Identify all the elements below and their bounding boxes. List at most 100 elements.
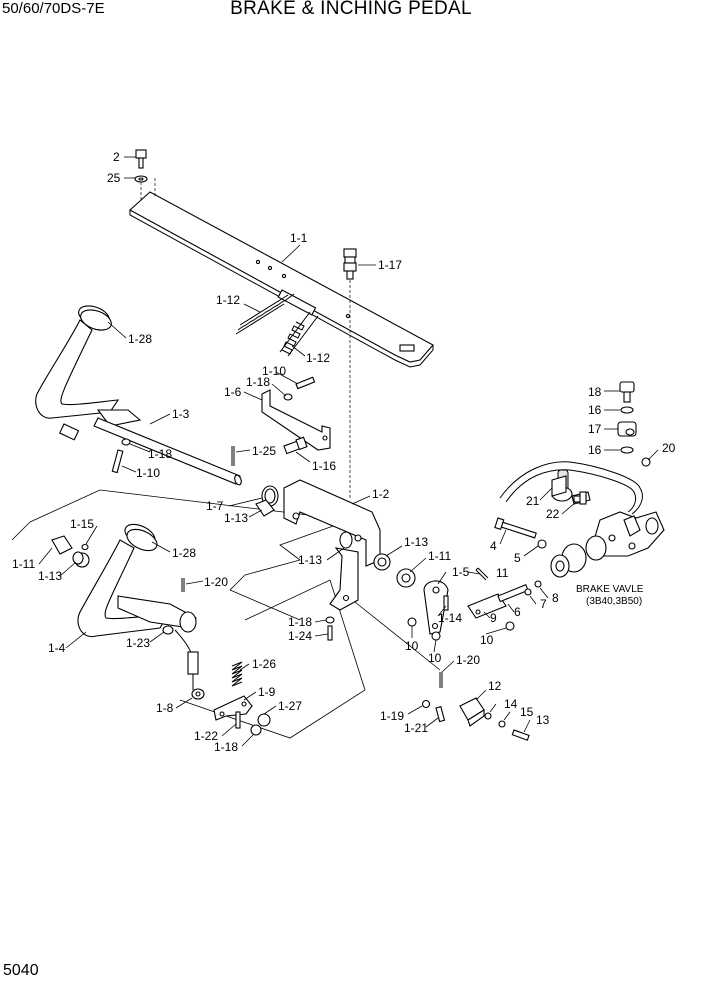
washer-14 [484, 712, 492, 720]
label-16: 16 [588, 443, 602, 457]
brake-valve-assembly [499, 461, 665, 578]
spring-1-12-upper [235, 293, 295, 335]
pin-1-21 [435, 706, 446, 723]
label-1-20: 1-20 [456, 653, 480, 667]
bolt-22 [573, 491, 587, 505]
label-1-13: 1-13 [224, 511, 248, 525]
washer-10-a [407, 617, 417, 627]
pin-11 [475, 567, 489, 581]
brake-valve-callout: BRAKE VAVLE (3B40,3B50) [576, 584, 644, 607]
label-18: 18 [588, 385, 602, 399]
label-1-2: 1-2 [372, 487, 390, 501]
label-7: 7 [540, 597, 547, 611]
label-1-11: 1-11 [12, 557, 35, 571]
collar-1-11-right [396, 568, 416, 588]
label-1-12: 1-12 [216, 293, 240, 307]
label-1-11: 1-11 [428, 549, 451, 563]
label-1-10: 1-10 [136, 466, 160, 480]
label-1-26: 1-26 [252, 657, 276, 671]
label-1-9: 1-9 [258, 685, 276, 699]
nut-1-15 [81, 543, 89, 551]
lever-1-5 [423, 580, 449, 635]
label-1-15: 1-15 [70, 517, 94, 531]
bracket-1-6 [261, 389, 331, 451]
label-1-6: 1-6 [224, 385, 242, 399]
label-1-28: 1-28 [128, 332, 152, 346]
bolt-1-22 [235, 711, 241, 729]
label-1-14: 1-14 [438, 611, 462, 625]
part-labels: 2 25 1-1 1-17 1-12 1-12 1-28 1-10 1-18 1… [12, 150, 676, 754]
label-17: 17 [588, 422, 602, 436]
clevis-9 [467, 593, 507, 619]
label-9: 9 [490, 611, 497, 625]
holder-12 [459, 697, 485, 727]
washer-10-b [431, 631, 441, 641]
label-1-18: 1-18 [288, 615, 312, 629]
link-rod-1-23 [162, 625, 199, 690]
inching-pedal-arm-1-4 [77, 539, 197, 638]
label-1-19: 1-19 [380, 709, 404, 723]
label-10: 10 [480, 633, 494, 647]
label-11: 11 [496, 566, 509, 580]
washer-10-c [505, 621, 515, 631]
label-14: 14 [504, 697, 518, 711]
pin-1-14 [443, 595, 449, 611]
rod-end-1-8 [191, 688, 205, 700]
label-1-3: 1-3 [172, 407, 190, 421]
pedal-pad-1-28-upper [78, 305, 112, 331]
page-title: BRAKE & INCHING PEDAL [230, 0, 472, 19]
label-1-13: 1-13 [404, 535, 428, 549]
bolt-4 [494, 517, 537, 539]
washer-5 [537, 539, 547, 549]
bushing-1-13-left [72, 551, 90, 568]
pin-1-20-right [439, 672, 443, 688]
label-1-5: 1-5 [452, 565, 470, 579]
washer-25 [134, 175, 156, 200]
label-6: 6 [514, 605, 521, 619]
label-16: 16 [588, 403, 602, 417]
label-1-21: 1-21 [404, 721, 428, 735]
label-22: 22 [546, 507, 560, 521]
bushing-1-13-right [373, 553, 391, 571]
label-1-18: 1-18 [214, 740, 238, 754]
label-25: 25 [107, 171, 121, 185]
mounting-plate-1-1 [129, 191, 434, 500]
lever-1-9 [213, 695, 253, 721]
label-1-8: 1-8 [156, 701, 174, 715]
bolt-1-10-upper [283, 376, 316, 401]
nut-8 [534, 580, 542, 588]
label-4: 4 [490, 539, 497, 553]
label-1-27: 1-27 [278, 699, 302, 713]
label-1-28: 1-28 [172, 546, 196, 560]
label-1-16: 1-16 [312, 459, 336, 473]
washer-1-19 [421, 699, 431, 709]
brake-valve-models: (3B40,3B50) [586, 596, 642, 607]
label-8: 8 [552, 591, 559, 605]
shaft-1-3 [93, 417, 242, 486]
label-1-17: 1-17 [378, 258, 402, 272]
label-1-1: 1-1 [290, 231, 308, 245]
bolt-1-17 [343, 248, 357, 280]
rod-6 [497, 584, 529, 603]
bracket-1-2 [283, 479, 381, 567]
label-1-18: 1-18 [148, 447, 172, 461]
collar-1-27 [257, 713, 271, 727]
washer-16-lower [620, 446, 634, 454]
nut-1-18-lower [250, 724, 262, 736]
label-1-20: 1-20 [204, 575, 228, 589]
bushing-1-13-upper [255, 499, 275, 517]
label-1-23: 1-23 [126, 636, 150, 650]
bolt-18 [619, 381, 635, 403]
label-1-25: 1-25 [252, 444, 276, 458]
brake-valve-name: BRAKE VAVLE [576, 584, 644, 595]
leader-lines [38, 156, 659, 747]
label-1-24: 1-24 [288, 629, 312, 643]
stopper-1-16 [283, 436, 308, 455]
page-number: 5040 [3, 962, 39, 979]
spring-1-12-lower [279, 311, 319, 357]
bolt-1-24 [327, 625, 333, 641]
label-21: 21 [526, 494, 540, 508]
label-10: 10 [428, 651, 442, 665]
pin-1-20-left [181, 578, 185, 592]
